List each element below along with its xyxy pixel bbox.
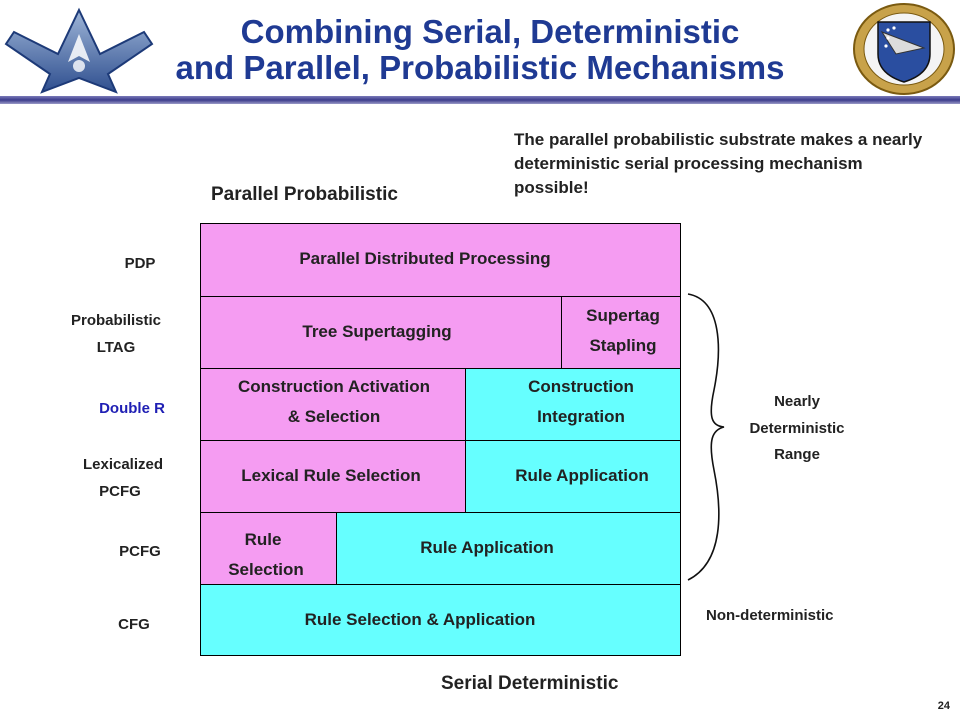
box-rule-application-1-text: Rule Application <box>515 466 649 485</box>
box-selection-text: & Selection <box>287 407 381 426</box>
box-tree-supertagging-text: Tree Supertagging <box>302 322 452 341</box>
box-rule-selection-application-text: Rule Selection & Application <box>304 610 536 629</box>
box-lexical-rule-selection: Lexical Rule Selection <box>200 440 466 513</box>
box-rule-application-2-text: Rule Application <box>420 538 554 557</box>
air-force-logo <box>4 7 154 94</box>
box-construction-integration: Construction Integration <box>465 368 681 441</box>
label-probabilistic: Probabilistic <box>70 312 162 329</box>
box-construction-text: Construction <box>528 377 634 396</box>
afrl-seal-logo <box>853 3 955 95</box>
label-pdp: PDP <box>124 255 156 272</box>
label-pcfg: PCFG <box>119 543 161 560</box>
curly-brace <box>687 293 725 581</box>
box-supertag-stapling: Supertag Stapling <box>561 296 681 369</box>
box-rule-selection-application: Rule Selection & Application <box>200 584 681 656</box>
box-stapling-text: Stapling <box>589 336 657 355</box>
box-pdp-text: Parallel Distributed Processing <box>299 249 551 268</box>
title-line-1: Combining Serial, Deterministic <box>240 13 740 50</box>
box-construction-activation-text: Construction Activation <box>237 377 431 396</box>
label-nearly: Nearly <box>774 393 820 410</box>
bottom-heading: Serial Deterministic <box>441 673 619 694</box>
box-selection-label-text: Selection <box>228 560 304 579</box>
box-rule-application-1: Rule Application <box>465 440 681 513</box>
box-rule-selection: Rule Selection <box>200 512 337 585</box>
box-tree-supertagging: Tree Supertagging <box>200 296 562 369</box>
top-heading: Parallel Probabilistic <box>211 184 398 205</box>
label-range: Range <box>774 446 820 463</box>
box-construction-activation-selection: Construction Activation & Selection <box>200 368 466 441</box>
page-number: 24 <box>937 700 950 712</box>
label-lexicalized-pcfg: PCFG <box>99 483 141 500</box>
box-rule-application-2: Rule Application <box>336 512 681 585</box>
box-parallel-distributed-processing: Parallel Distributed Processing <box>200 223 681 297</box>
box-integration-text: Integration <box>537 407 625 426</box>
label-non-deterministic: Non-deterministic <box>706 607 834 624</box>
label-deterministic: Deterministic <box>749 420 845 437</box>
box-lexical-rule-selection-text: Lexical Rule Selection <box>241 466 421 485</box>
label-lexicalized: Lexicalized <box>82 456 164 473</box>
label-double-r: Double R <box>99 400 165 417</box>
caption: The parallel probabilistic substrate mak… <box>514 130 923 197</box>
title-divider <box>0 96 960 104</box>
box-supertag-text: Supertag <box>586 306 660 325</box>
label-cfg: CFG <box>118 616 150 633</box>
label-ltag: LTAG <box>96 339 136 356</box>
box-rule-text: Rule <box>244 530 282 549</box>
title-line-2: and Parallel, Probabilistic Mechanisms <box>175 49 785 86</box>
